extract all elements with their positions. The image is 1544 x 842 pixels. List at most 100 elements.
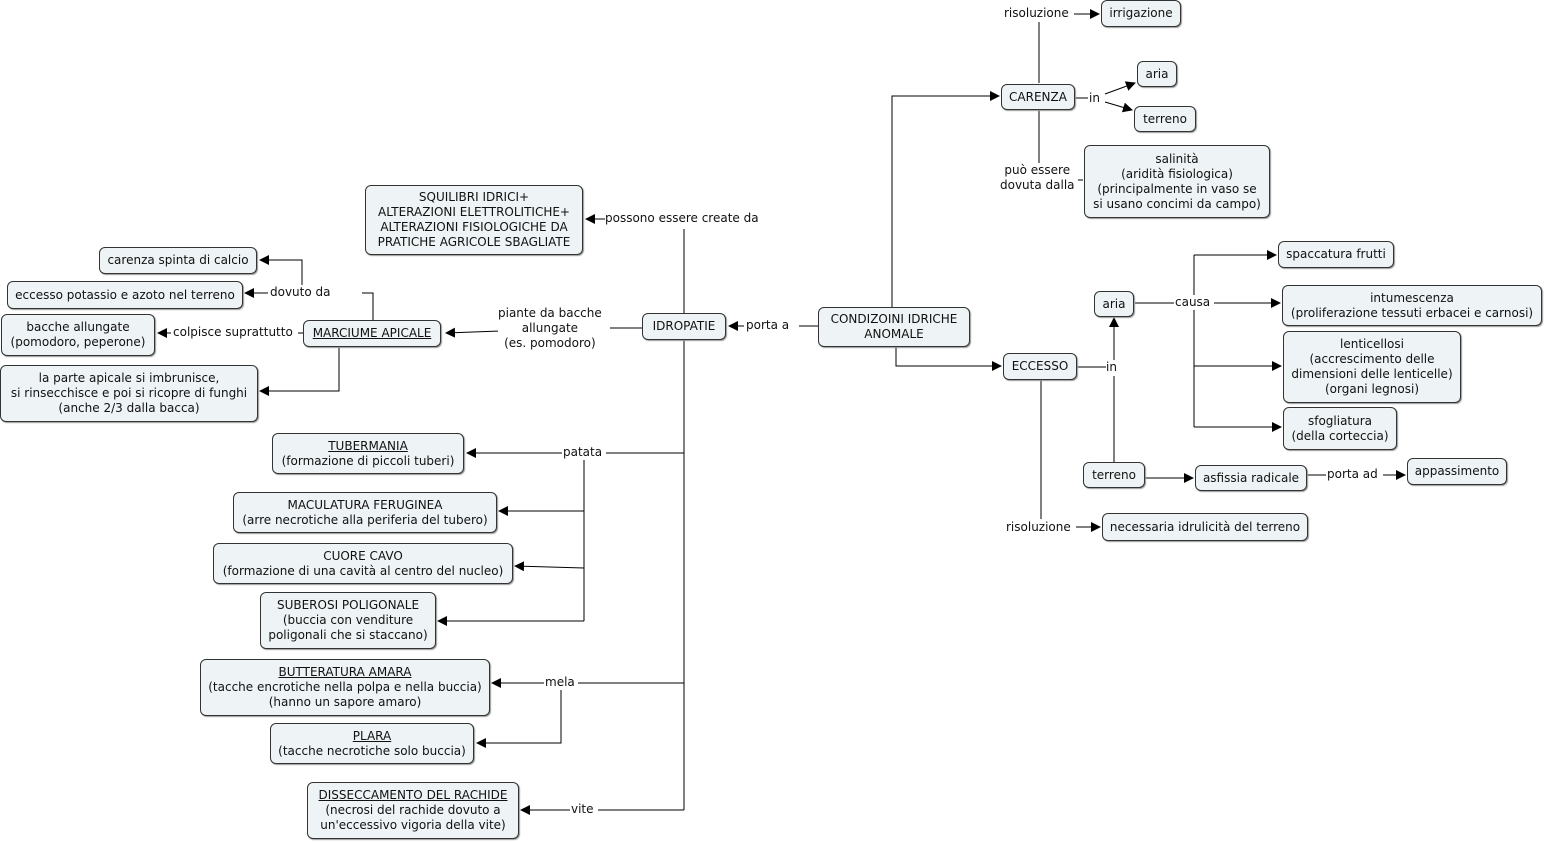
node-sfogliatura[interactable]: sfogliatura(della corteccia) xyxy=(1283,407,1397,450)
node-aria-carenza[interactable]: aria xyxy=(1137,61,1177,87)
text-line: (hanno un sapore amaro) xyxy=(268,695,422,709)
edge-marciume-dovuto xyxy=(362,292,374,320)
text-line: un'eccessivo vigoria della vite) xyxy=(320,818,506,832)
node-disseccamento-rachide[interactable]: DISSECCAMENTO DEL RACHIDE(necrosi del ra… xyxy=(307,782,519,839)
node-cuore-cavo[interactable]: CUORE CAVO(formazione di una cavità al c… xyxy=(213,543,513,584)
text-line: sfogliatura xyxy=(1307,413,1373,428)
text-line: bacche allungate xyxy=(26,320,130,334)
text-line: patata xyxy=(563,445,603,459)
text-line: porta ad xyxy=(1327,467,1378,481)
label-porta-a: porta a xyxy=(746,318,790,333)
node-plara[interactable]: PLARA(tacche necrotiche solo buccia) xyxy=(270,723,474,764)
node-aria-eccesso[interactable]: aria xyxy=(1094,291,1134,317)
text-line: eccesso potassio e azoto nel terreno xyxy=(15,287,235,302)
text-line: vite xyxy=(571,802,594,816)
node-asfissia-radicale[interactable]: asfissia radicale xyxy=(1195,465,1307,491)
node-butteratura-amara[interactable]: BUTTERATURA AMARA(tacche encrotiche nell… xyxy=(200,659,490,716)
text-line: (anche 2/3 dalla bacca) xyxy=(58,401,200,415)
label-in-carenza: in xyxy=(1089,91,1100,106)
label-risoluzione-carenza: risoluzione xyxy=(1004,6,1069,21)
node-spaccatura-frutti[interactable]: spaccatura frutti xyxy=(1278,241,1394,268)
text-line: CONDIZOINI IDRICHE xyxy=(830,312,958,326)
node-eccesso[interactable]: ECCESSO xyxy=(1003,353,1077,380)
node-carenza[interactable]: CARENZA xyxy=(1001,84,1075,110)
text-line: SUBEROSI POLIGONALE xyxy=(276,598,420,612)
node-appassimento[interactable]: appassimento xyxy=(1407,458,1507,485)
text-line: risoluzione xyxy=(1006,520,1071,534)
label-patata: patata xyxy=(563,445,603,460)
text-line: PLARA xyxy=(352,728,392,743)
text-line: (proliferazione tessuti erbacei e carnos… xyxy=(1290,305,1534,320)
label-dovuto-da: dovuto da xyxy=(270,285,331,300)
label-causa: causa xyxy=(1175,295,1211,310)
text-line: si usano concimi da campo) xyxy=(1093,196,1261,211)
label-risoluzione-eccesso: risoluzione xyxy=(1006,520,1071,535)
text-line: (tacche encrotiche nella polpa e nella b… xyxy=(208,680,482,694)
label-vite: vite xyxy=(571,802,594,817)
text-line: (formazione di piccoli tuberi) xyxy=(281,453,455,468)
text-line: irrigazione xyxy=(1109,6,1173,20)
node-intumescenza[interactable]: intumescenza(proliferazione tessuti erba… xyxy=(1282,285,1542,326)
text-line: MACULATURA FERUGINEA xyxy=(287,497,443,512)
text-line: dovuta dalla xyxy=(1000,178,1075,192)
text-line: ANOMALE xyxy=(864,327,924,341)
node-maculatura-ferruginea[interactable]: MACULATURA FERUGINEA(arre necrotiche all… xyxy=(233,492,497,533)
edge-condizioni-carenza xyxy=(891,91,1000,307)
text-line: dovuto da xyxy=(270,285,331,299)
node-salinita[interactable]: salinità(aridità fisiologica)(principalm… xyxy=(1084,145,1270,218)
text-line: si rinsecchisce e poi si ricopre di fung… xyxy=(10,386,248,400)
node-irrigazione[interactable]: irrigazione xyxy=(1101,0,1181,27)
edge-dovuto-carenza-calcio xyxy=(259,255,303,286)
text-line: ECCESSO xyxy=(1011,359,1069,373)
text-line: IDROPATIE xyxy=(652,319,716,333)
text-line: (tacche necrotiche solo buccia) xyxy=(278,743,466,758)
text-line: SQUILIBRI IDRICI+ xyxy=(418,190,530,204)
text-line: (accrescimento delle xyxy=(1309,352,1435,366)
text-line: carenza spinta di calcio xyxy=(107,253,249,267)
text-line: ALTERAZIONI FISIOLOGICHE DA xyxy=(380,220,568,234)
node-tubermania[interactable]: TUBERMANIA(formazione di piccoli tuberi) xyxy=(272,433,464,474)
text-line: asfissia radicale xyxy=(1202,470,1300,485)
text-line: appassimento xyxy=(1414,464,1500,478)
text-line: (pomodoro, peperone) xyxy=(10,335,146,349)
label-mela: mela xyxy=(545,675,575,690)
node-marciume-apicale[interactable]: MARCIUME APICALE xyxy=(303,320,441,347)
text-line: terreno xyxy=(1092,467,1136,482)
text-line: aria xyxy=(1102,296,1126,311)
node-bacche-allungate[interactable]: bacche allungate(pomodoro, peperone) xyxy=(1,314,155,356)
text-line: (della corteccia) xyxy=(1291,428,1389,443)
node-idrulicita-terreno[interactable]: necessaria idrulicità del terreno xyxy=(1102,513,1308,541)
edge-marciume-parte-apicale xyxy=(259,346,340,396)
text-line: CUORE CAVO xyxy=(323,548,403,563)
text-line: lenticellosi xyxy=(1340,337,1404,351)
node-suberosi-poligonale[interactable]: SUBEROSI POLIGONALE(buccia con venditure… xyxy=(260,592,436,649)
label-possono-essere-create-da: possono essere create da xyxy=(605,211,759,226)
text-line: CARENZA xyxy=(1009,89,1067,104)
text-line: dimensioni delle lenticelle) xyxy=(1291,367,1453,381)
node-eccesso-potassio-azoto[interactable]: eccesso potassio e azoto nel terreno xyxy=(7,281,243,309)
node-idropatie[interactable]: IDROPATIE xyxy=(642,313,726,340)
text-line: (arre necrotiche alla periferia del tube… xyxy=(242,512,488,527)
text-line: DISSECCAMENTO DEL RACHIDE xyxy=(318,788,508,802)
text-line: (necrosi del rachide dovuto a xyxy=(325,803,501,817)
text-line: salinità xyxy=(1155,151,1199,166)
node-terreno-eccesso[interactable]: terreno xyxy=(1083,462,1145,488)
edge-condizioni-eccesso xyxy=(895,346,1002,371)
node-parte-apicale[interactable]: la parte apicale si imbrunisce,si rinsec… xyxy=(0,365,258,422)
edge-in-terreno xyxy=(1104,101,1133,113)
text-line: piante da bacche xyxy=(498,306,602,320)
text-line: intumescenza xyxy=(1370,290,1454,305)
text-line: terreno xyxy=(1143,111,1187,126)
text-line: (es. pomodoro) xyxy=(504,336,596,350)
text-line: (formazione di una cavità al centro del … xyxy=(222,563,504,578)
text-line: (principalmente in vaso se xyxy=(1097,181,1257,196)
node-squilibri-idrici[interactable]: SQUILIBRI IDRICI+ALTERAZIONI ELETTROLITI… xyxy=(365,185,583,255)
text-line: in xyxy=(1089,91,1100,105)
node-terreno-carenza[interactable]: terreno xyxy=(1134,106,1196,132)
node-carenza-spinta-calcio[interactable]: carenza spinta di calcio xyxy=(99,247,257,274)
text-line: BUTTERATURA AMARA xyxy=(278,665,412,679)
